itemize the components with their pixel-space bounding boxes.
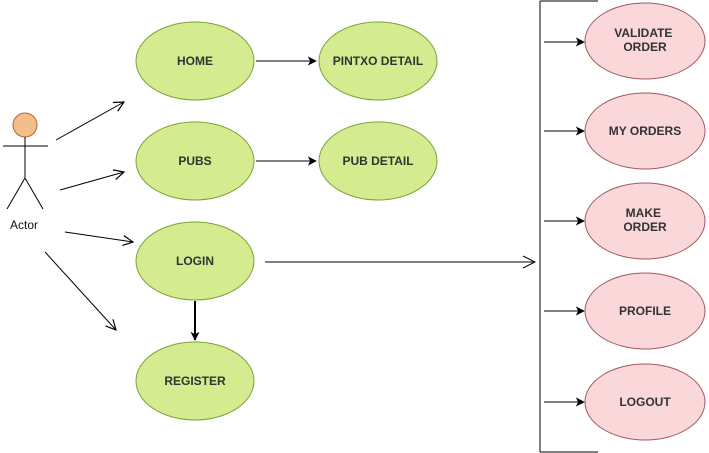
use-case-pintxo-detail[interactable]: PINTXO DETAIL [318,21,438,101]
actor-head [12,112,38,138]
pintxo-detail-ellipse [318,21,438,101]
profile-label-line-1: PROFILE [619,304,671,318]
actor-to-login-arrow [64,231,133,242]
profile-ellipse [584,272,706,350]
actor-to-pubs-arrow [59,172,124,191]
use-case-register[interactable]: REGISTER [135,341,255,421]
pub-detail-ellipse [318,121,438,201]
make-order-ellipse [584,182,706,260]
register-ellipse [135,341,255,421]
actor-to-register-arrow [44,251,116,330]
logout-ellipse [584,363,706,441]
case-connectors [190,56,535,341]
pintxo-detail-label: PINTXO DETAIL [333,54,423,68]
make-order-label: MAKE ORDER [623,206,667,234]
actor-left-leg [6,177,26,210]
home-ellipse [135,21,255,101]
logout-label-line-1: LOGOUT [619,395,671,409]
use-case-home[interactable]: HOME [135,21,255,101]
validate-order-label-line-1: VALIDATE [614,26,672,40]
use-case-profile[interactable]: PROFILE [584,272,706,350]
validate-order-label: VALIDATE ORDER [614,26,676,54]
login-label: LOGIN [176,254,214,268]
my-orders-label: MY ORDERS [609,124,681,138]
use-case-pub-detail[interactable]: PUB DETAIL [318,121,438,201]
use-case-make-order[interactable]: MAKE ORDER [584,182,706,260]
use-case-pubs[interactable]: PUBS [135,121,255,201]
logout-label: LOGOUT [619,395,671,409]
actor: Actor [3,112,48,232]
pubs-label: PUBS [178,154,211,168]
use-case-validate-order[interactable]: VALIDATE ORDER [584,2,706,80]
use-case-my-orders[interactable]: MY ORDERS [584,92,706,170]
actor-right-leg [24,177,44,210]
pubs-ellipse [135,121,255,201]
use-case-login[interactable]: LOGIN [135,221,255,301]
profile-label: PROFILE [619,304,671,318]
actor-to-home-arrow [55,102,124,141]
make-order-label-line-2: ORDER [623,220,667,234]
validate-order-label-line-2: ORDER [623,40,667,54]
authenticated-use-cases: VALIDATE ORDER MY ORDERS MAKE ORDER [584,2,706,441]
make-order-label-line-1: MAKE [626,206,661,220]
actor-connectors [44,102,133,330]
login-ellipse [135,221,255,301]
my-orders-label-line-1: MY ORDERS [609,124,681,138]
actor-label: Actor [10,218,38,232]
use-case-logout[interactable]: LOGOUT [584,363,706,441]
validate-order-ellipse [584,2,706,80]
authenticated-bracket [539,0,598,453]
public-use-cases: HOME PINTXO DETAIL PUBS PUB DETAIL LOGIN… [135,21,438,421]
register-label: REGISTER [164,374,226,388]
home-label: HOME [177,54,213,68]
pub-detail-label: PUB DETAIL [342,154,413,168]
my-orders-ellipse [584,92,706,170]
